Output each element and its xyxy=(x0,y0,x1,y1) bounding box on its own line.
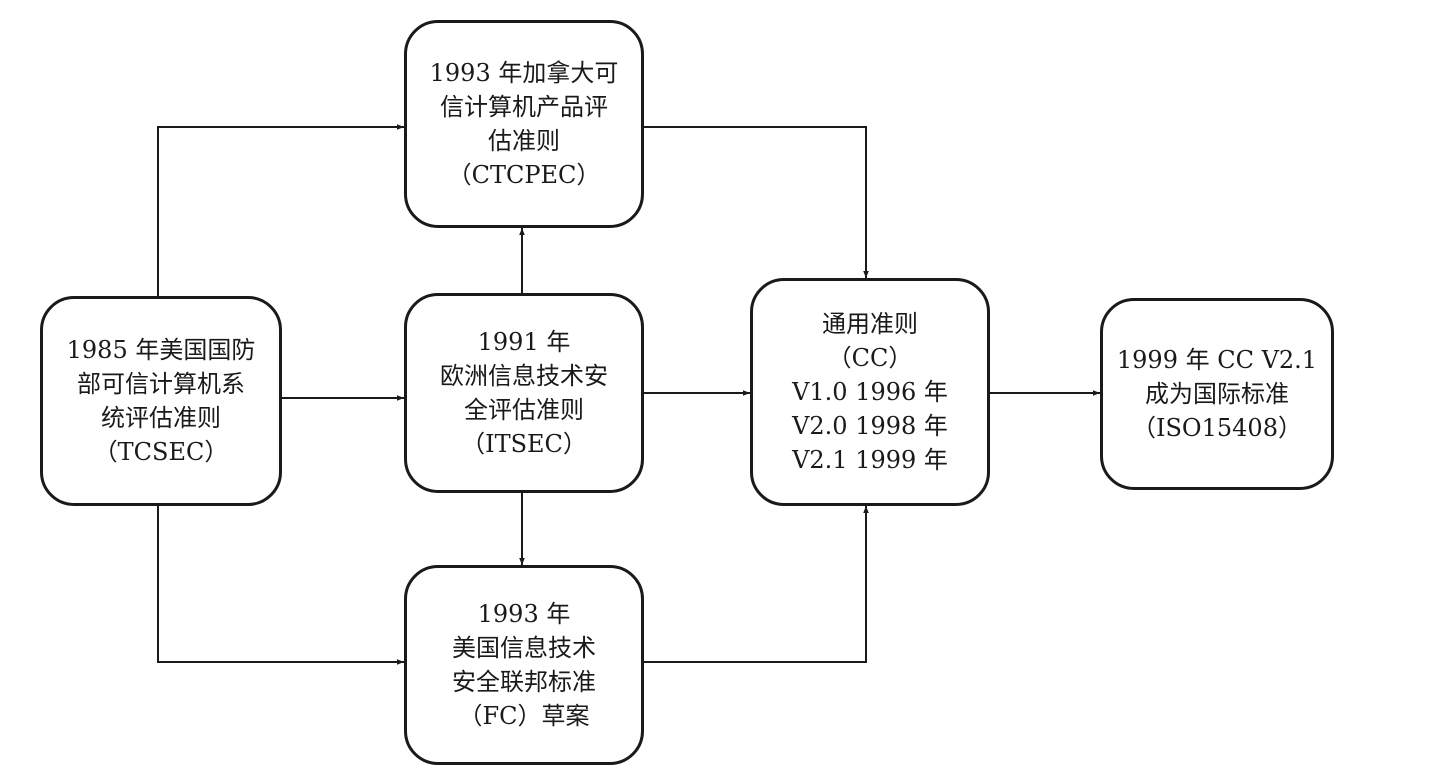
node-ctcpec: 1993 年加拿大可 信计算机产品评 估准则 （CTCPEC） xyxy=(404,20,644,228)
node-tcsec: 1985 年美国国防 部可信计算机系 统评估准则 （TCSEC） xyxy=(40,296,282,506)
node-cc-line-1: 通用准则 xyxy=(822,310,918,338)
node-ctcpec-line-1: 1993 年加拿大可 xyxy=(429,59,619,87)
node-ctcpec-line-4: （CTCPEC） xyxy=(447,161,601,189)
node-fc-line-2: 美国信息技术 xyxy=(452,634,596,662)
edge-tcsec-to-ctcpec xyxy=(157,124,404,296)
node-tcsec-line-4: （TCSEC） xyxy=(93,438,229,466)
node-itsec-line-1: 1991 年 xyxy=(477,328,571,356)
node-tcsec-line-1: 1985 年美国国防 xyxy=(66,336,256,364)
node-tcsec-line-2: 部可信计算机系 xyxy=(77,370,245,398)
node-fc-line-1: 1993 年 xyxy=(477,600,571,628)
node-cc-line-4: V2.0 1998 年 xyxy=(792,412,948,440)
node-fc-line-3: 安全联邦标准 xyxy=(452,668,596,696)
node-ctcpec-line-2: 信计算机产品评 xyxy=(440,93,608,121)
node-iso-line-3: （ISO15408） xyxy=(1132,414,1302,442)
node-tcsec-line-3: 统评估准则 xyxy=(101,404,221,432)
node-fc: 1993 年 美国信息技术 安全联邦标准 （FC）草案 xyxy=(404,565,644,765)
edge-fc-to-cc xyxy=(644,506,869,663)
node-cc-line-5: V2.1 1999 年 xyxy=(792,446,948,474)
node-itsec: 1991 年 欧洲信息技术安 全评估准则 （ITSEC） xyxy=(404,293,644,493)
node-itsec-line-3: 全评估准则 xyxy=(464,396,584,424)
node-cc-line-3: V1.0 1996 年 xyxy=(792,378,948,406)
node-fc-line-4: （FC）草案 xyxy=(458,702,590,730)
node-itsec-line-4: （ITSEC） xyxy=(461,430,587,458)
node-itsec-line-2: 欧洲信息技术安 xyxy=(440,362,608,390)
node-iso: 1999 年 CC V2.1 成为国际标准 （ISO15408） xyxy=(1100,298,1334,490)
node-cc-line-2: （CC） xyxy=(827,344,913,372)
edge-tcsec-to-fc xyxy=(157,506,404,665)
node-iso-line-2: 成为国际标准 xyxy=(1145,380,1289,408)
node-ctcpec-line-3: 估准则 xyxy=(488,127,560,155)
node-iso-line-1: 1999 年 CC V2.1 xyxy=(1116,346,1318,374)
edge-ctcpec-to-cc xyxy=(644,126,869,278)
node-cc: 通用准则 （CC） V1.0 1996 年 V2.0 1998 年 V2.1 1… xyxy=(750,278,990,506)
